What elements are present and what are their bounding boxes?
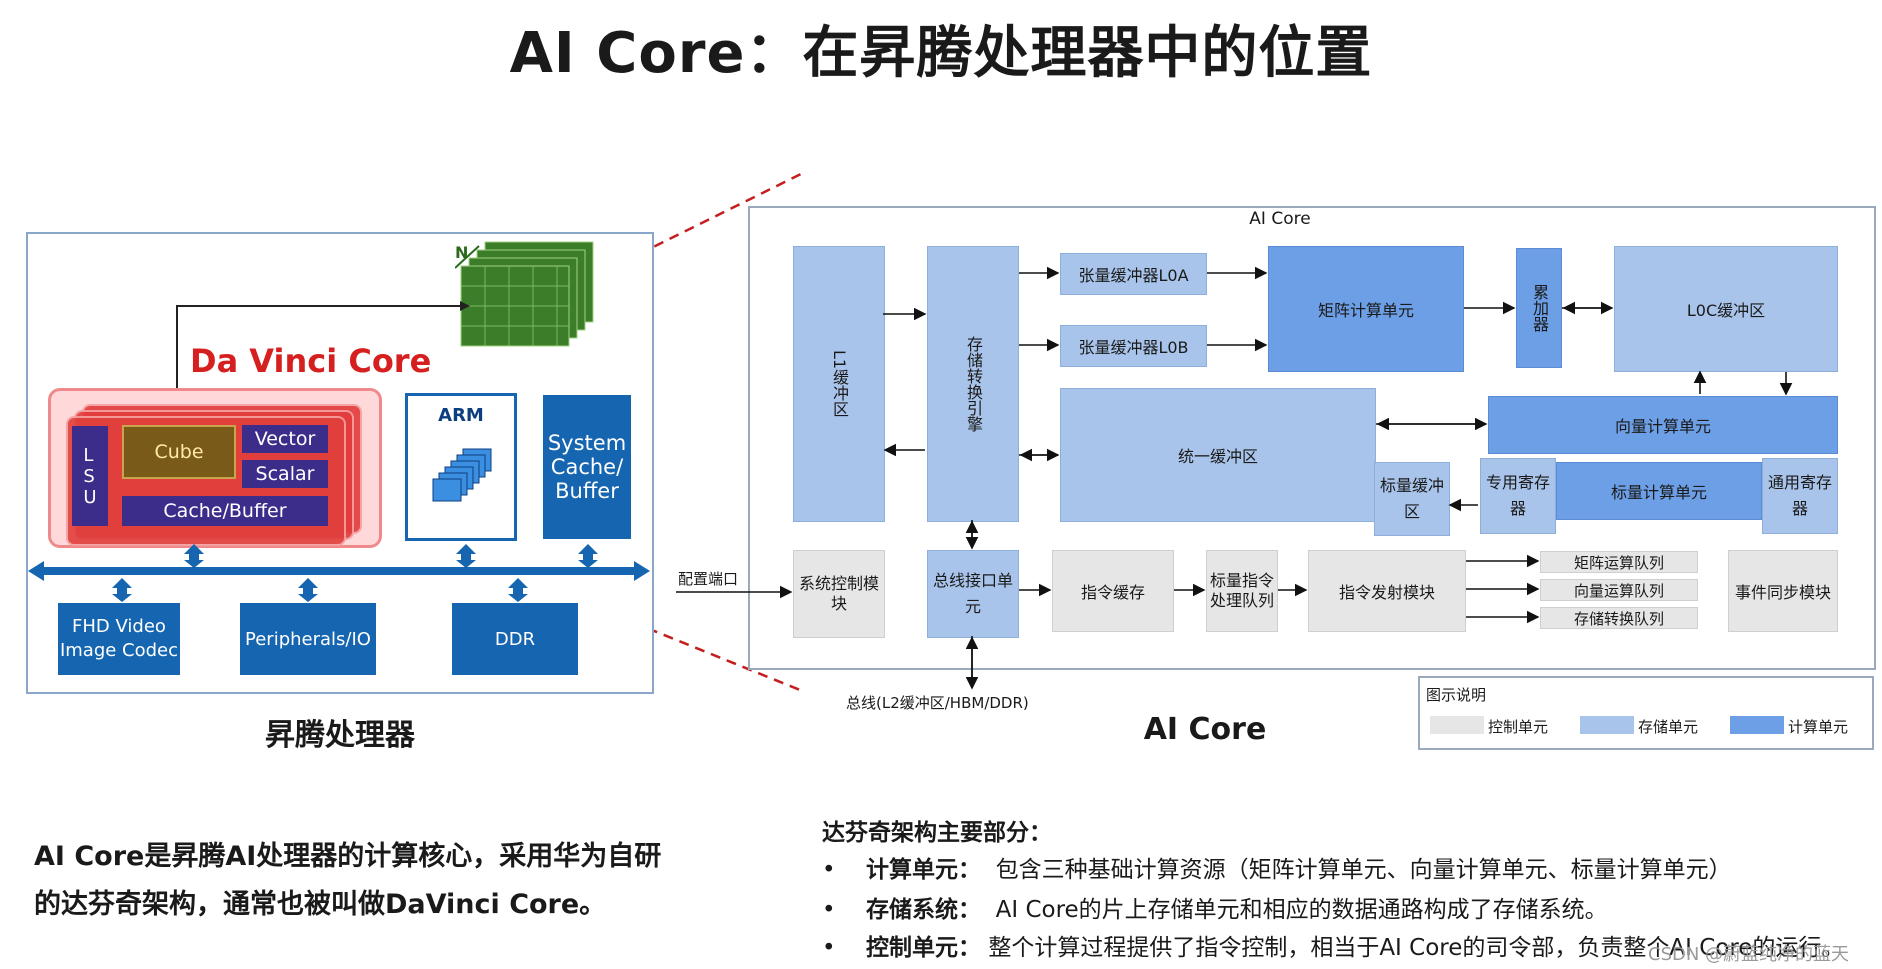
soc-bus-links bbox=[112, 544, 598, 602]
bullet-control-text: 整个计算过程提供了指令控制，相当于AI Core的司令部，负责整个AI Core… bbox=[988, 935, 1845, 961]
legend-swatch-control bbox=[1430, 716, 1484, 734]
legend-swatch-compute bbox=[1730, 716, 1784, 734]
l0b-buffer: 张量缓冲器L0B bbox=[1060, 325, 1207, 367]
intro-line-2: 的达芬奇架构，通常也被叫做DaVinci Core。 bbox=[34, 889, 607, 920]
instruction-cache: 指令缓存 bbox=[1052, 550, 1174, 632]
n-dimension-label: N bbox=[455, 243, 469, 262]
system-cache-block: System Cache/ Buffer bbox=[543, 395, 631, 539]
intro-line-1: AI Core是昇腾AI处理器的计算核心，采用华为自研 bbox=[34, 841, 662, 872]
bullet-control: •控制单元： 整个计算过程提供了指令控制，相当于AI Core的司令部，负责整个… bbox=[822, 935, 1845, 961]
bullet-storage-text: AI Core的片上存储单元和相应的数据通路构成了存储系统。 bbox=[995, 897, 1608, 923]
scalar-instruction-queue: 标量指令处理队列 bbox=[1206, 550, 1278, 632]
davinci-core-label: Da Vinci Core bbox=[190, 342, 432, 380]
legend-compute-label: 计算单元 bbox=[1788, 718, 1849, 736]
bullet-compute-text: 包含三种基础计算资源（矩阵计算单元、向量计算单元、标量计算单元） bbox=[995, 857, 1732, 883]
event-sync-module: 事件同步模块 bbox=[1728, 550, 1838, 632]
legend-control-label: 控制单元 bbox=[1488, 718, 1549, 736]
general-register: 通用寄存器 bbox=[1762, 458, 1838, 534]
mte-queue: 存储转换队列 bbox=[1540, 607, 1698, 629]
l1-buffer: L1缓冲区 bbox=[793, 246, 885, 522]
bullet-storage: •存储系统： AI Core的片上存储单元和相应的数据通路构成了存储系统。 bbox=[822, 897, 1608, 923]
ai-core-caption: AI Core bbox=[1143, 712, 1267, 747]
vector-unit: 向量计算单元 bbox=[1488, 396, 1838, 454]
legend-box bbox=[1418, 676, 1874, 750]
vector-block: Vector bbox=[242, 425, 328, 453]
instruction-dispatch: 指令发射模块 bbox=[1308, 550, 1466, 632]
matrix-unit: 矩阵计算单元 bbox=[1268, 246, 1464, 372]
ai-core-panel-title: AI Core bbox=[1249, 209, 1311, 229]
unified-buffer: 统一缓冲区 bbox=[1060, 388, 1376, 522]
cache-buffer-block: Cache/Buffer bbox=[122, 496, 328, 526]
bullet-compute-head: 计算单元： bbox=[866, 857, 981, 883]
arm-label: ARM bbox=[438, 405, 484, 426]
bullet-compute: •计算单元： 包含三种基础计算资源（矩阵计算单元、向量计算单元、标量计算单元） bbox=[822, 857, 1732, 883]
accumulator: 累加器 bbox=[1516, 248, 1562, 368]
parts-title: 达芬奇架构主要部分： bbox=[822, 820, 1052, 846]
config-port-label: 配置端口 bbox=[678, 570, 739, 588]
peripherals-block: Peripherals/IO bbox=[240, 603, 376, 675]
l0c-buffer: L0C缓冲区 bbox=[1614, 246, 1838, 372]
ddr-block: DDR bbox=[452, 603, 578, 675]
scalar-buffer: 标量缓冲区 bbox=[1374, 462, 1450, 536]
soc-bus-ends bbox=[28, 561, 650, 581]
watermark: CSDN @蔚蓝纯净的蓝天 bbox=[1648, 944, 1850, 965]
cube-array-icon bbox=[455, 241, 594, 347]
bullet-storage-head: 存储系统： bbox=[866, 897, 981, 923]
soc-bus bbox=[40, 567, 638, 575]
legend-swatch-storage bbox=[1580, 716, 1634, 734]
bus-interface-unit: 总线接口单元 bbox=[927, 550, 1019, 638]
fhd-codec-block: FHD Video Image Codec bbox=[58, 603, 180, 675]
legend-title: 图示说明 bbox=[1426, 686, 1487, 704]
system-control-module: 系统控制模块 bbox=[793, 550, 885, 638]
page-title: AI Core：在昇腾处理器中的位置 bbox=[509, 21, 1373, 86]
lsu-block: L S U bbox=[72, 426, 108, 526]
scalar-unit: 标量计算单元 bbox=[1556, 462, 1762, 520]
vector-queue: 向量运算队列 bbox=[1540, 579, 1698, 601]
special-register: 专用寄存器 bbox=[1480, 458, 1556, 534]
legend-storage-label: 存储单元 bbox=[1638, 718, 1699, 736]
scalar-block: Scalar bbox=[242, 460, 328, 488]
l0a-buffer: 张量缓冲器L0A bbox=[1060, 253, 1207, 295]
mte-engine: 存储转换引擎 bbox=[927, 246, 1019, 522]
arm-cores-icon bbox=[432, 448, 492, 502]
matrix-queue: 矩阵运算队列 bbox=[1540, 551, 1698, 573]
bus-label: 总线(L2缓冲区/HBM/DDR) bbox=[846, 694, 1029, 712]
processor-caption: 昇腾处理器 bbox=[265, 718, 415, 753]
cube-block: Cube bbox=[122, 425, 236, 479]
bullet-control-head: 控制单元： bbox=[866, 935, 981, 961]
